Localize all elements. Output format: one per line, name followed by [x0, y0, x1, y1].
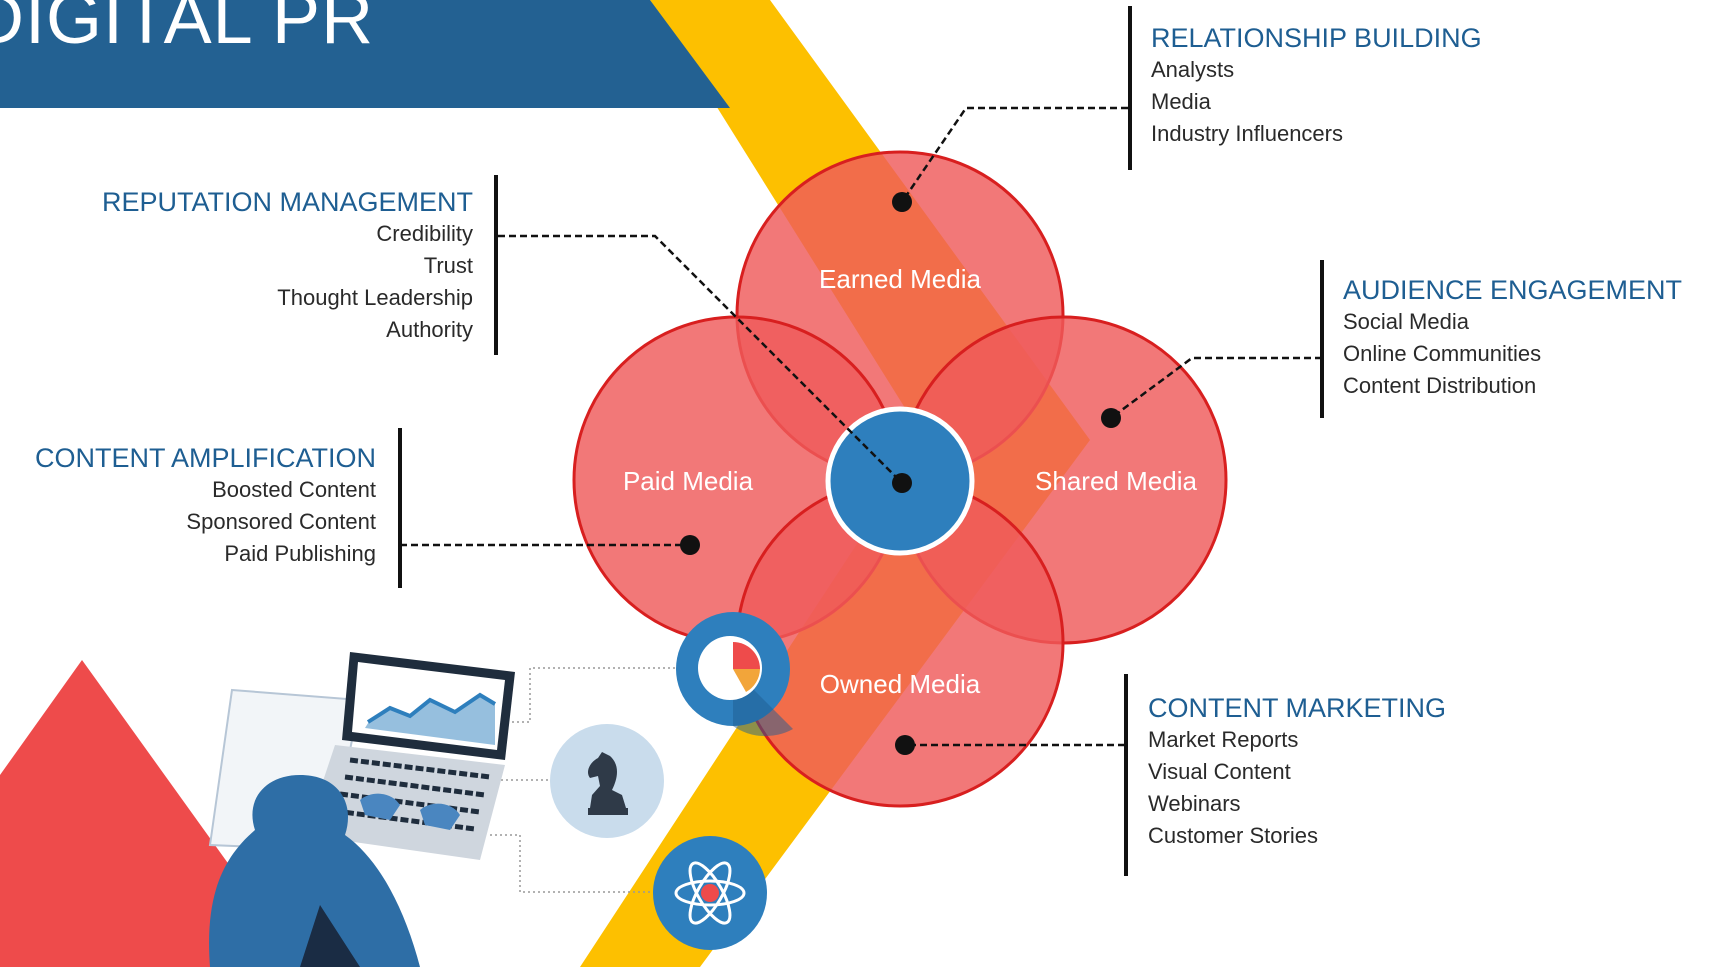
relationship-bar — [1128, 6, 1132, 170]
audience-block: AUDIENCE ENGAGEMENT Social Media Online … — [1343, 274, 1682, 402]
amplification-bar — [398, 428, 402, 588]
chess-knight-icon — [550, 724, 664, 838]
owned-media-label: Owned Media — [820, 669, 981, 699]
amplification-item: Sponsored Content — [186, 509, 376, 534]
reputation-item: Trust — [423, 253, 473, 278]
red-triangle — [0, 660, 240, 967]
audience-bar — [1320, 260, 1324, 418]
dot-earned — [892, 192, 912, 212]
connector-reputation — [498, 234, 903, 484]
reputation-item: Thought Leadership — [277, 285, 473, 310]
marketing-heading: CONTENT MARKETING — [1148, 693, 1447, 723]
relationship-block: RELATIONSHIP BUILDING Analysts Media Ind… — [1151, 22, 1482, 150]
reputation-heading: REPUTATION MANAGEMENT — [101, 187, 473, 217]
amplification-heading: CONTENT AMPLIFICATION — [34, 443, 376, 473]
dot-paid — [680, 535, 700, 555]
reputation-bar — [494, 175, 498, 355]
marketing-bar — [1124, 674, 1128, 876]
blue-title-band — [0, 0, 730, 108]
dot-shared — [1101, 408, 1121, 428]
audience-item: Online Communities — [1343, 341, 1542, 366]
marketing-item: Customer Stories — [1148, 823, 1318, 848]
audience-item: Social Media — [1343, 309, 1469, 334]
amplification-block: CONTENT AMPLIFICATION Boosted Content Sp… — [35, 442, 376, 570]
marketing-block: CONTENT MARKETING Market Reports Visual … — [1148, 692, 1446, 852]
amplification-item: Paid Publishing — [224, 541, 376, 566]
amplification-item: Boosted Content — [212, 477, 376, 502]
relationship-item: Analysts — [1151, 57, 1235, 82]
reputation-item: Credibility — [376, 221, 473, 246]
reputation-block: REPUTATION MANAGEMENT Credibility Trust … — [102, 186, 473, 346]
marketing-item: Webinars — [1148, 791, 1241, 816]
dot-owned — [895, 735, 915, 755]
page-title: DIGITAL PR — [0, 0, 375, 59]
paid-media-label: Paid Media — [623, 466, 754, 496]
atom-icon — [653, 836, 767, 950]
pie-chart-icon — [676, 612, 793, 737]
relationship-item: Industry Influencers — [1151, 121, 1343, 146]
audience-heading: AUDIENCE ENGAGEMENT — [1343, 275, 1683, 305]
relationship-heading: RELATIONSHIP BUILDING — [1151, 23, 1482, 53]
audience-item: Content Distribution — [1343, 373, 1537, 398]
shared-media-label: Shared Media — [1035, 466, 1197, 496]
icon-link-1 — [505, 667, 675, 723]
earned-media-label: Earned Media — [819, 264, 981, 294]
person-laptop-illustration — [208, 652, 515, 967]
marketing-item: Market Reports — [1148, 727, 1299, 752]
icon-link-3 — [490, 834, 655, 893]
relationship-item: Media — [1151, 89, 1211, 114]
connector-relationship — [900, 106, 1128, 203]
reputation-item: Authority — [386, 317, 473, 342]
marketing-item: Visual Content — [1148, 759, 1291, 784]
dot-center — [892, 473, 912, 493]
